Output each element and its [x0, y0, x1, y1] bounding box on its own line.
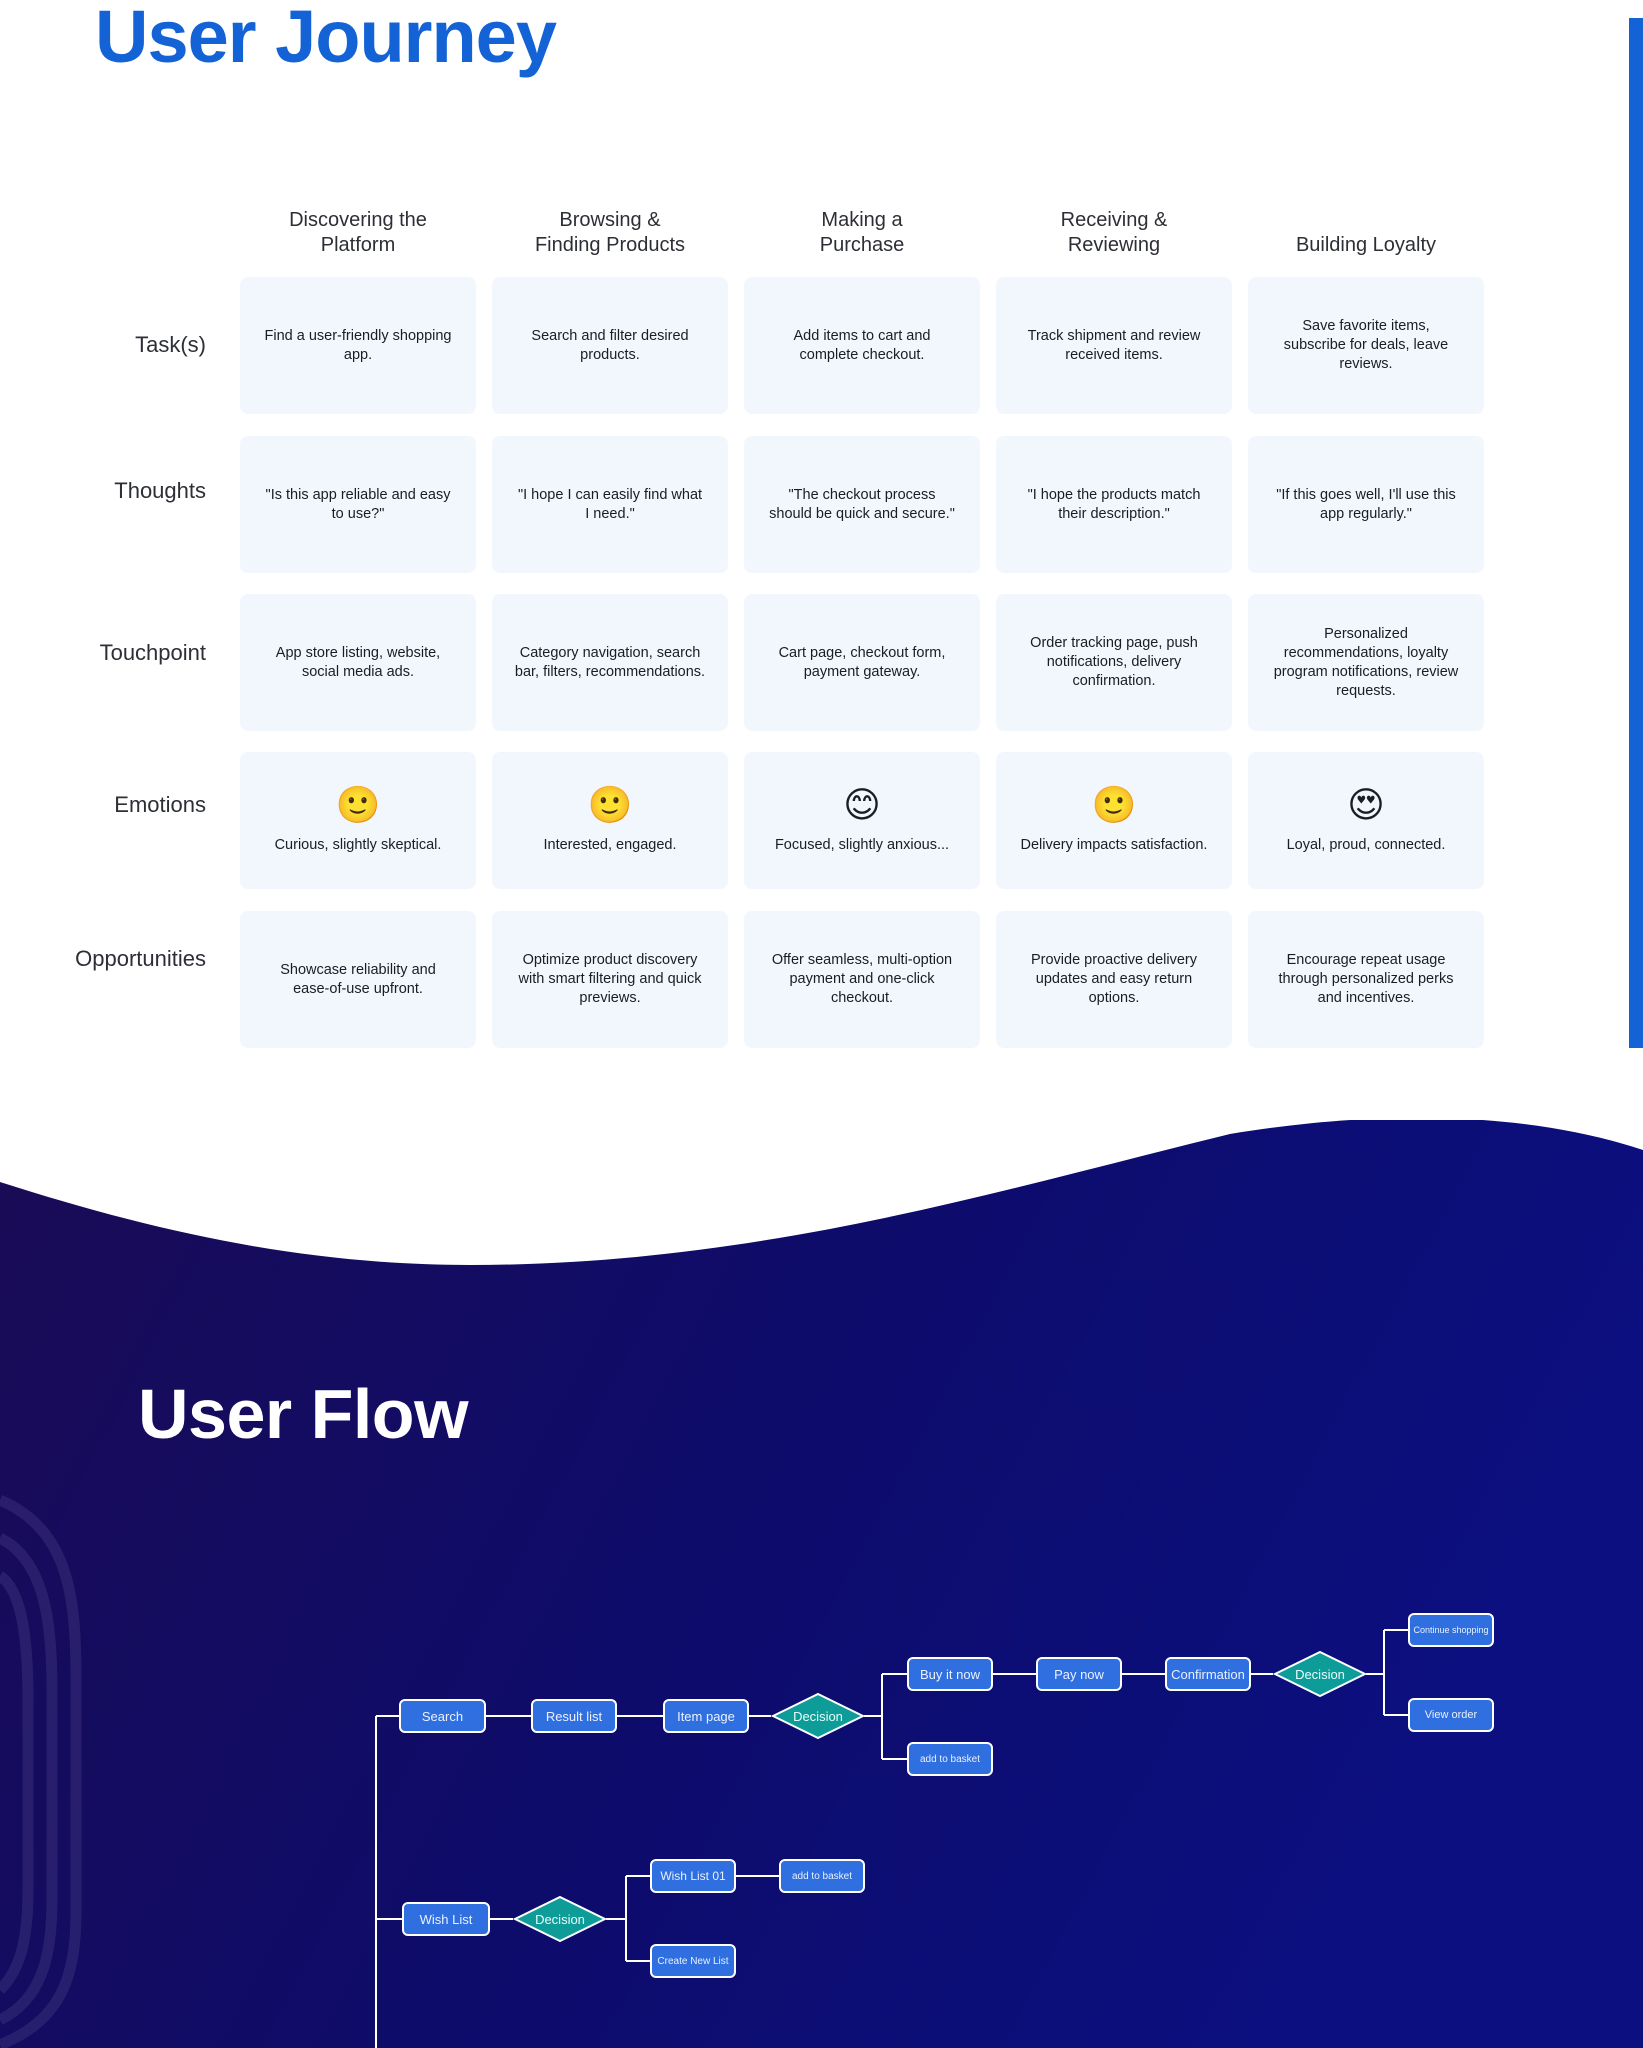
slightly-smiling-face-icon: 🙂 — [587, 785, 633, 826]
journey-cell: Find a user-friendly shopping app. — [240, 277, 476, 414]
cell-text: Cart page, checkout form, payment gatewa… — [778, 644, 946, 680]
decision-label: Decision — [793, 1708, 843, 1724]
user-flow-title: User Flow — [138, 1375, 469, 1453]
journey-cell: Showcase reliability and ease-of-use upf… — [240, 911, 476, 1048]
row-label-opportunities: Opportunities — [75, 946, 206, 971]
stage-header-discovering: Discovering the Platform — [289, 209, 427, 256]
journey-cell: Save favorite items, subscribe for deals… — [1248, 277, 1484, 414]
journey-cell: Search and filter desired products. — [492, 277, 728, 414]
journey-cell: Add items to cart and complete checkout. — [744, 277, 980, 414]
journey-cell: Offer seamless, multi-option payment and… — [744, 911, 980, 1048]
journey-cell: 😍 Loyal, proud, connected. — [1248, 752, 1484, 889]
journey-cell: Category navigation, search bar, filters… — [492, 594, 728, 731]
cell-text: Encourage repeat usage through personali… — [1278, 952, 1454, 1006]
journey-cell: "Is this app reliable and easy to use?" — [240, 436, 476, 573]
flow-node-create-new-list[interactable]: Create New List — [650, 1944, 736, 1978]
journey-cell: 🙂 Curious, slightly skeptical. — [240, 752, 476, 889]
stage-header-receiving: Receiving & Reviewing — [1060, 209, 1168, 256]
cell-text: "If this goes well, I'll use this app re… — [1276, 486, 1456, 522]
flow-node-item-page[interactable]: Item page — [663, 1699, 749, 1733]
user-flow-section — [0, 1120, 1643, 2048]
cell-text: Order tracking page, push notifications,… — [1030, 635, 1198, 689]
journey-cell: Encourage repeat usage through personali… — [1248, 911, 1484, 1048]
flow-node-confirmation[interactable]: Confirmation — [1165, 1657, 1251, 1691]
cell-text: Save favorite items, subscribe for deals… — [1283, 318, 1449, 372]
flow-decision-2[interactable]: Decision — [1273, 1650, 1367, 1698]
cell-text: Curious, slightly skeptical. — [274, 837, 442, 853]
row-label-touchpoint: Touchpoint — [99, 640, 206, 665]
row-label-emotions: Emotions — [114, 792, 206, 817]
journey-cell: "I hope the products match their descrip… — [996, 436, 1232, 573]
cell-text: "The checkout process should be quick an… — [769, 486, 955, 522]
flow-node-search[interactable]: Search — [399, 1699, 486, 1733]
cell-text: Provide proactive delivery updates and e… — [1030, 952, 1198, 1006]
cell-text: Find a user-friendly shopping app. — [264, 327, 452, 363]
stage-header-loyalty: Building Loyalty — [1295, 234, 1437, 256]
heart-eyes-face-icon: 😍 — [1347, 785, 1385, 826]
cell-text: Offer seamless, multi-option payment and… — [771, 952, 953, 1006]
cell-text: Add items to cart and complete checkout. — [793, 327, 931, 363]
flow-node-continue-shopping[interactable]: Continue shopping — [1408, 1613, 1494, 1647]
flow-node-pay-now[interactable]: Pay now — [1036, 1657, 1122, 1691]
journey-cell: 🙂 Interested, engaged. — [492, 752, 728, 889]
slightly-smiling-face-icon: 🙂 — [335, 785, 381, 826]
decision-diamond-icon — [771, 1692, 865, 1740]
journey-cell: 🙂 Delivery impacts satisfaction. — [996, 752, 1232, 889]
journey-cell: Personalized recommendations, loyalty pr… — [1248, 594, 1484, 731]
cell-text: "Is this app reliable and easy to use?" — [265, 486, 451, 522]
cell-text: Optimize product discovery with smart fi… — [518, 952, 702, 1006]
stage-header-browsing: Browsing & Finding Products — [534, 209, 686, 256]
flow-node-result-list[interactable]: Result list — [531, 1699, 617, 1733]
journey-cell: 😊 Focused, slightly anxious... — [744, 752, 980, 889]
flow-node-wish-list[interactable]: Wish List — [402, 1902, 490, 1936]
journey-cell: "The checkout process should be quick an… — [744, 436, 980, 573]
smiling-face-icon: 😊 — [843, 785, 881, 826]
decision-label: Decision — [535, 1911, 585, 1927]
cell-text: Loyal, proud, connected. — [1286, 837, 1446, 853]
journey-cell: Provide proactive delivery updates and e… — [996, 911, 1232, 1048]
cell-text: Personalized recommendations, loyalty pr… — [1273, 625, 1459, 699]
journey-cell: "I hope I can easily find what I need." — [492, 436, 728, 573]
cell-text: "I hope I can easily find what I need." — [517, 486, 703, 522]
row-label-thoughts: Thoughts — [114, 478, 206, 503]
journey-cell: App store listing, website, social media… — [240, 594, 476, 731]
flow-background — [0, 1120, 1643, 2048]
cell-text: Search and filter desired products. — [531, 327, 689, 363]
decision-diamond-icon — [513, 1895, 607, 1943]
journey-cell: Optimize product discovery with smart fi… — [492, 911, 728, 1048]
cell-text: Interested, engaged. — [543, 837, 677, 853]
cell-text: Focused, slightly anxious... — [774, 837, 950, 853]
flow-decision-3[interactable]: Decision — [513, 1895, 607, 1943]
cell-text: Delivery impacts satisfaction. — [1020, 837, 1208, 853]
cell-text: Category navigation, search bar, filters… — [514, 644, 706, 680]
decision-label: Decision — [1295, 1666, 1345, 1682]
cell-text: App store listing, website, social media… — [275, 644, 441, 680]
journey-cell: Track shipment and review received items… — [996, 277, 1232, 414]
flow-node-buy-it-now[interactable]: Buy it now — [907, 1657, 993, 1691]
journey-cell: "If this goes well, I'll use this app re… — [1248, 436, 1484, 573]
stage-header-purchase: Making a Purchase — [819, 209, 905, 256]
journey-cell: Cart page, checkout form, payment gatewa… — [744, 594, 980, 731]
cell-text: Showcase reliability and ease-of-use upf… — [280, 961, 436, 997]
cell-text: "I hope the products match their descrip… — [1027, 486, 1201, 522]
slightly-smiling-face-icon: 🙂 — [1091, 785, 1137, 826]
flow-node-add-to-basket[interactable]: add to basket — [907, 1742, 993, 1776]
journey-title: User Journey — [95, 0, 557, 78]
flow-node-view-order[interactable]: View order — [1408, 1698, 1494, 1732]
journey-cell: Order tracking page, push notifications,… — [996, 594, 1232, 731]
cell-text: Track shipment and review received items… — [1027, 327, 1201, 363]
accent-bar — [1629, 18, 1643, 1048]
flow-node-wish-list-01[interactable]: Wish List 01 — [650, 1859, 736, 1893]
flow-node-add-to-basket-2[interactable]: add to basket — [779, 1859, 865, 1893]
flow-decision-1[interactable]: Decision — [771, 1692, 865, 1740]
decision-diamond-icon — [1273, 1650, 1367, 1698]
row-label-tasks: Task(s) — [135, 332, 206, 357]
